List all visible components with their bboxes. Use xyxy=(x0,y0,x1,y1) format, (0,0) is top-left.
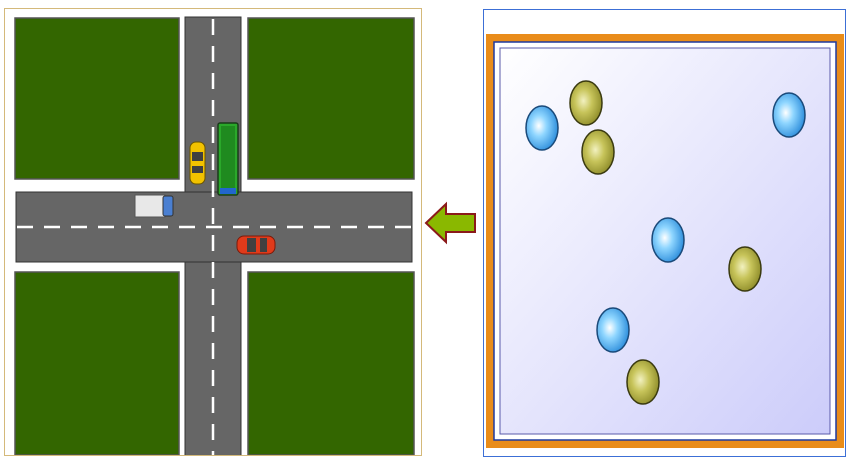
green-bus xyxy=(218,123,238,195)
olive-particle xyxy=(627,360,659,404)
grass-block-top-left xyxy=(15,18,179,179)
olive-particle xyxy=(729,247,761,291)
grass-block-bottom-left xyxy=(15,272,179,455)
arrow-left-icon xyxy=(424,200,478,246)
olive-particle xyxy=(570,81,602,125)
white-truck xyxy=(135,195,173,217)
olive-particle xyxy=(582,130,614,174)
blue-particle xyxy=(652,218,684,262)
blue-particle xyxy=(597,308,629,352)
yellow-taxi xyxy=(190,142,205,184)
intersection-drawing xyxy=(5,9,421,455)
blue-particle xyxy=(526,106,558,150)
particle-container-panel xyxy=(483,9,846,457)
particle-container-drawing xyxy=(484,10,845,456)
blue-particle xyxy=(773,93,805,137)
grass-block-top-right xyxy=(248,18,414,179)
grass-block-bottom-right xyxy=(248,272,414,455)
intersection-panel xyxy=(4,8,422,456)
red-car xyxy=(237,236,275,254)
